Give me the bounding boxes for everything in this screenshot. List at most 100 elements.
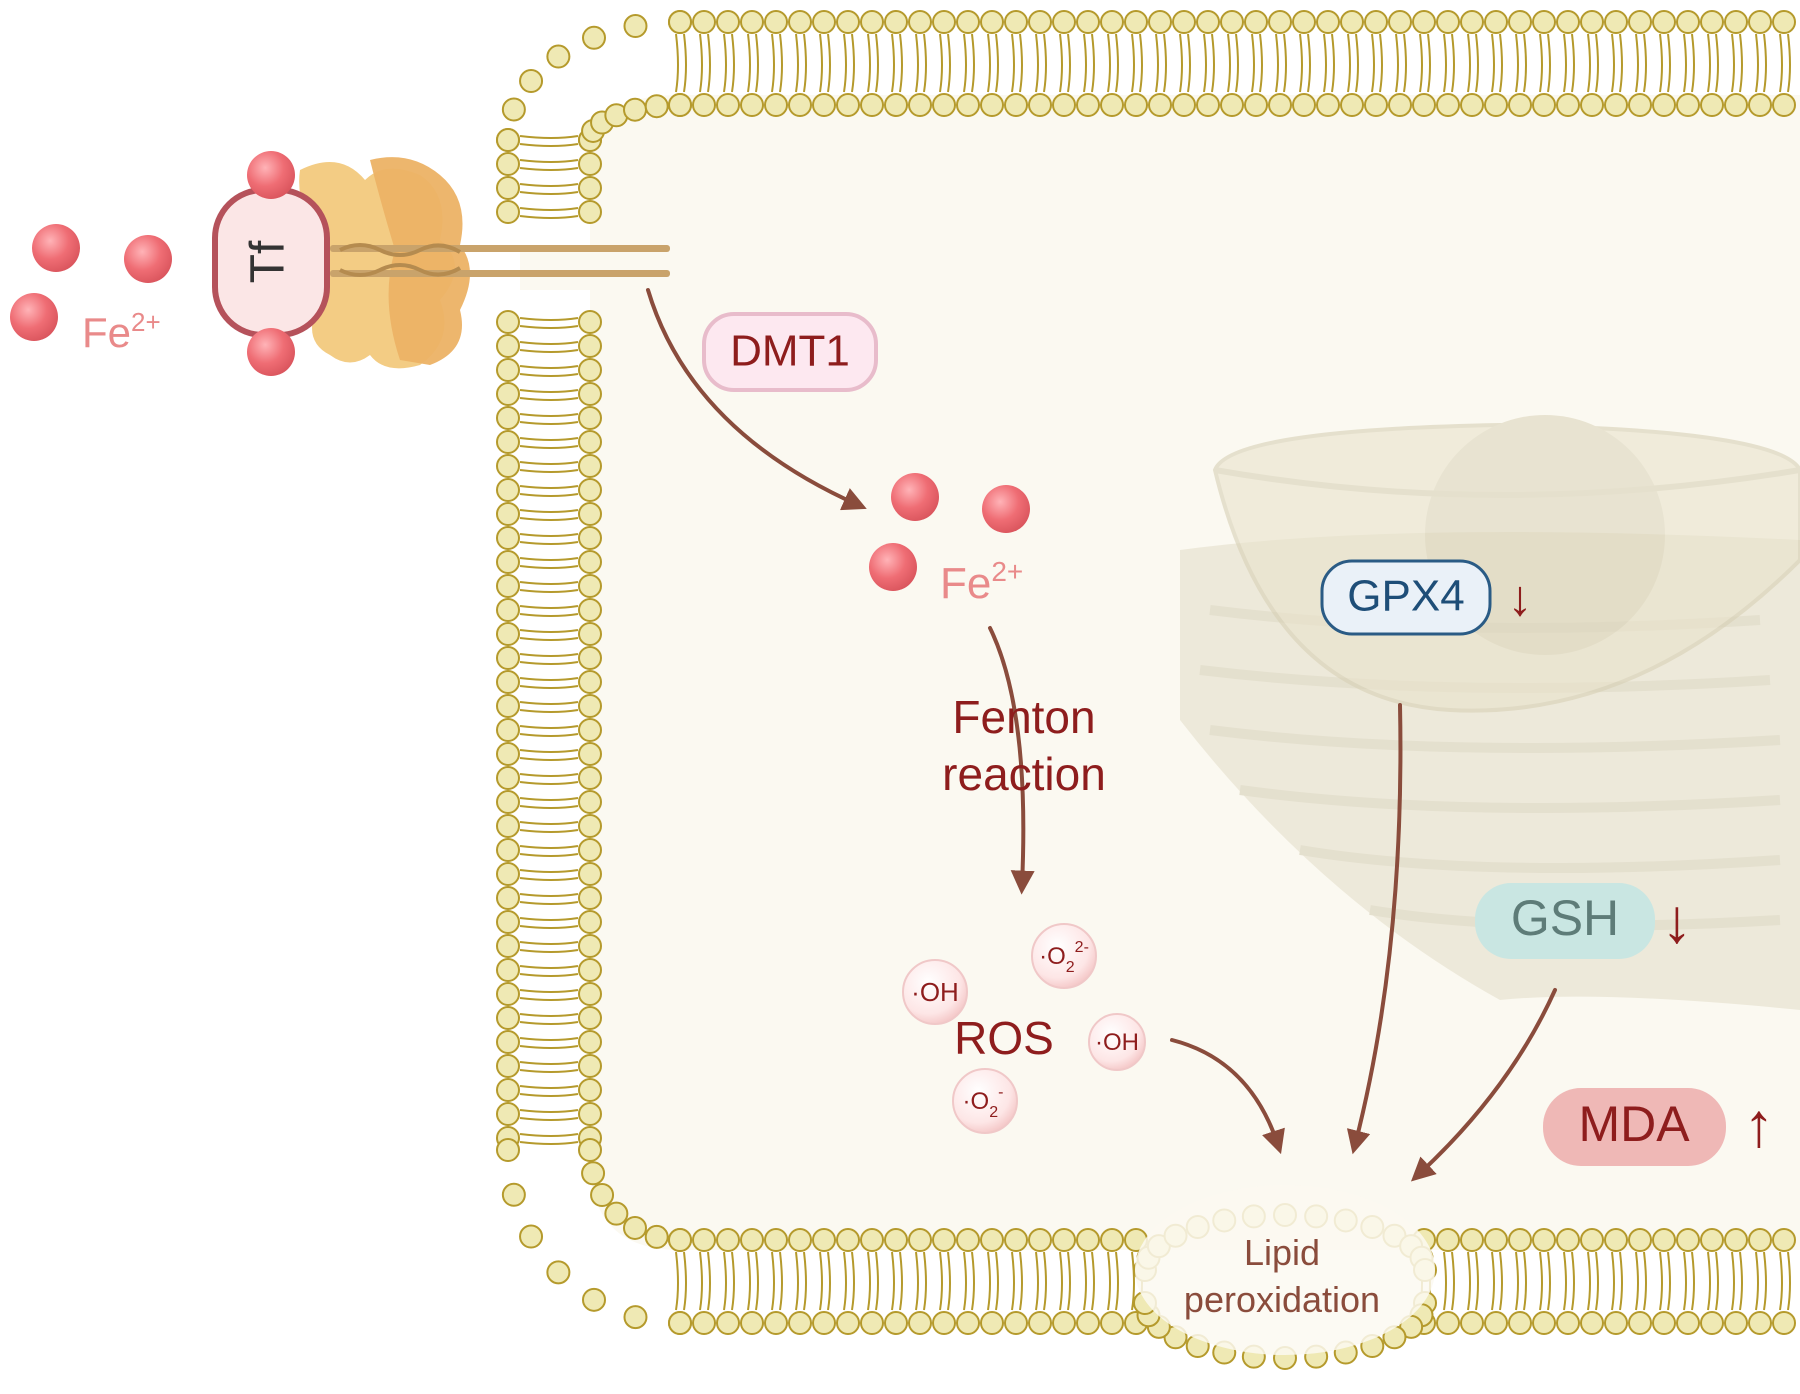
lipid-head [716, 1311, 740, 1335]
lipid-tail [1179, 33, 1183, 93]
lipid-head [496, 982, 520, 1006]
lipid-head [1484, 1228, 1508, 1252]
lipid-head [578, 358, 602, 382]
lipid-tail [843, 33, 847, 93]
lipid-tail [1571, 1251, 1575, 1311]
lipid-head [908, 10, 932, 34]
lipid-head [578, 910, 602, 934]
lipid-tail [699, 33, 703, 93]
lipid-tail [519, 365, 579, 369]
lipid-head [1724, 1228, 1748, 1252]
lipid-head [496, 862, 520, 886]
lipid-head [1556, 1311, 1580, 1335]
lipid-tail [819, 33, 823, 93]
lipid-head [496, 310, 520, 334]
lipid-head [1340, 10, 1364, 34]
lipid-head [578, 958, 602, 982]
gsh-label: GSH [1511, 890, 1619, 946]
lipid-tail [1643, 1251, 1647, 1311]
lipid-head [860, 1228, 884, 1252]
lipid-head [1700, 1228, 1724, 1252]
lipid-tail [1115, 1251, 1119, 1311]
lipid-tail [867, 1251, 871, 1311]
lipid-head [1628, 1311, 1652, 1335]
lipid-head [956, 10, 980, 34]
lipid-tail [771, 33, 775, 93]
lipid-head [1124, 93, 1148, 117]
lipid-head [496, 814, 520, 838]
lipid-tail [827, 1251, 831, 1311]
lipid-tail [1067, 1251, 1071, 1311]
lipid-head [1460, 93, 1484, 117]
lipid-head [496, 598, 520, 622]
lipid-head [496, 478, 520, 502]
lipid-head [1100, 1228, 1124, 1252]
lipid-tail [1083, 33, 1087, 93]
iron-uptake-arrow [646, 288, 867, 511]
lipid-head [496, 128, 520, 152]
lipid-tail [519, 461, 579, 465]
lipid-head [836, 1228, 860, 1252]
lipid-tail [1131, 33, 1135, 93]
lipid-tail [747, 33, 751, 93]
lipid-head [1460, 1311, 1484, 1335]
lipid-head [740, 10, 764, 34]
lipid-head [644, 1224, 669, 1249]
lipid-head [932, 10, 956, 34]
lipid-head [582, 1287, 606, 1312]
svg-text:·O2-: ·O2- [963, 1084, 1004, 1121]
lipid-head [578, 454, 602, 478]
iron-ion [891, 473, 939, 521]
lipid-tail [519, 437, 579, 441]
lipid-head [578, 790, 602, 814]
lipid-tail [987, 1251, 991, 1311]
lipid-tail [1691, 1251, 1695, 1311]
lipid-tail [519, 517, 579, 521]
lipid-tail [1563, 33, 1567, 93]
lipid-head [578, 886, 602, 910]
mda-label: MDA [1578, 1096, 1690, 1152]
lipid-head [496, 838, 520, 862]
lipid-head [980, 93, 1004, 117]
lipid-tail [519, 925, 579, 929]
lipid-tail [1451, 33, 1455, 93]
lipid-head [1484, 10, 1508, 34]
lipid-tail [519, 1061, 579, 1065]
lipid-tail [1395, 33, 1399, 93]
lipid-tail [519, 493, 579, 497]
lipid-head [908, 93, 932, 117]
lipid-tail [519, 341, 579, 345]
lipid-head [1148, 10, 1172, 34]
lipid-tail [1523, 1251, 1527, 1311]
lipid-head [1292, 10, 1316, 34]
lipid-head [496, 358, 520, 382]
lipid-tail [519, 509, 579, 513]
lipid-tail [519, 485, 579, 489]
ros-bubble [1088, 1013, 1146, 1071]
lipid-head [1724, 93, 1748, 117]
lipid-tail [891, 1251, 895, 1311]
lipid-head [692, 10, 716, 34]
lipid-head [623, 14, 648, 39]
lipid-tail [915, 1251, 919, 1311]
iron-ion [247, 151, 295, 199]
lipid-head [644, 94, 669, 119]
lipid-head [1676, 1228, 1700, 1252]
lipid-head [788, 93, 812, 117]
lipid-tail [519, 389, 579, 393]
lipid-head [1292, 93, 1316, 117]
lipid-tail [1059, 1251, 1063, 1311]
lipid-tail [1379, 33, 1383, 93]
lipid-head [578, 574, 602, 598]
lipid-tail [1515, 1251, 1519, 1311]
lipid-head [496, 382, 520, 406]
lipid-head [581, 1161, 606, 1186]
lipid-tail [1011, 33, 1015, 93]
lipid-head [1460, 10, 1484, 34]
lipid-head [1364, 93, 1388, 117]
lipid-tail [519, 701, 579, 705]
lipid-head [1724, 1311, 1748, 1335]
lipid-tail [723, 1251, 727, 1311]
lipid-tail [1635, 33, 1639, 93]
lipid-head [496, 430, 520, 454]
